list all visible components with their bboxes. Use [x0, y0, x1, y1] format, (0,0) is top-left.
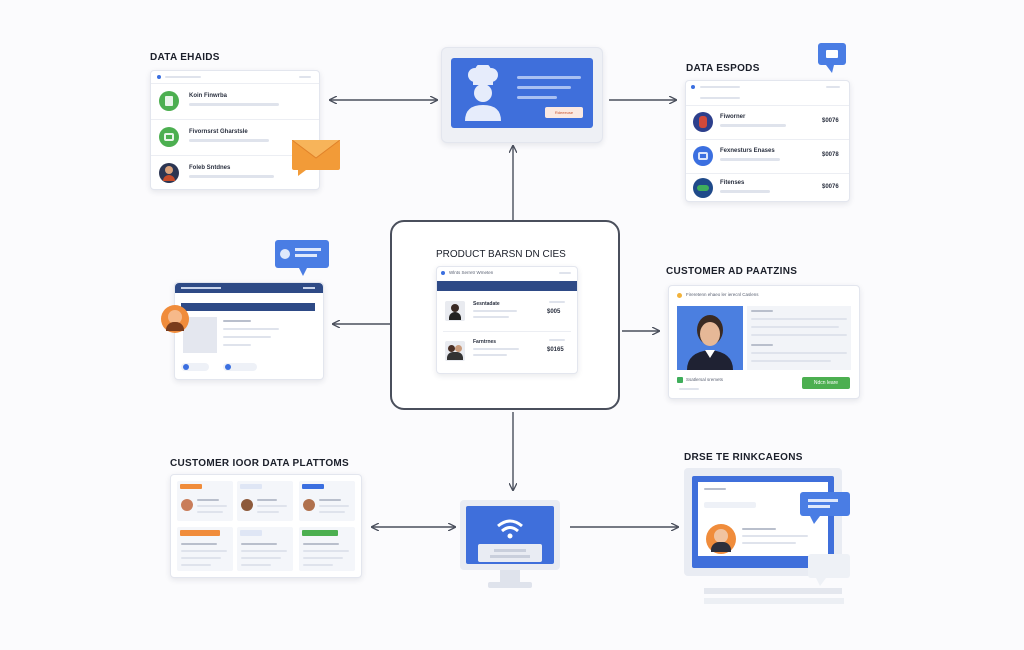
chat-icon	[818, 43, 846, 73]
header-dot	[157, 75, 161, 79]
list-item-name: Sesntadate	[473, 301, 500, 307]
hero-panel: Rdeeeuse	[451, 58, 593, 128]
list-item[interactable]: Fexnesturs Enases $0078	[686, 141, 849, 171]
wifi-monitor	[460, 500, 560, 592]
header-dots	[299, 76, 311, 78]
list-item[interactable]: Fiworner $0076	[686, 107, 849, 137]
globe-icon	[693, 178, 713, 198]
list-item-name: Foleb Sntdnes	[189, 165, 231, 171]
avatar	[159, 163, 179, 183]
title-drese: DRSE TE RINKCAEONS	[684, 452, 803, 463]
list-item[interactable]: Koin Finwrba	[151, 85, 319, 117]
chat-popup-secondary	[808, 554, 850, 588]
drse-monitor	[684, 468, 844, 608]
customer-profile-card: Fireretenn ehaeo ler ierecnl Caslens Ssa…	[668, 285, 860, 399]
chef-avatar-icon	[465, 65, 501, 121]
title-customer-ad: CUSTOMER AD PAATZINS	[666, 266, 798, 277]
list-item-name: Farntrnes	[473, 339, 497, 345]
profile-header: Fireretenn ehaeo ler ierecnl Caslens	[686, 292, 759, 297]
product-title: PRODUCT BARSN DN CIES	[436, 249, 566, 260]
platform-tile[interactable]	[299, 481, 355, 521]
platform-tile[interactable]	[177, 481, 233, 521]
list-item-price: $005	[547, 309, 561, 315]
platform-tile[interactable]	[237, 481, 293, 521]
chip[interactable]	[223, 363, 257, 371]
avatar	[706, 524, 736, 554]
list-item[interactable]: Fitenses $0076	[686, 175, 849, 201]
list-item[interactable]: Farntrnes $0165	[437, 335, 577, 369]
list-item-price: $0078	[822, 152, 839, 158]
image-placeholder	[183, 317, 217, 353]
left-middle-card	[174, 282, 324, 380]
list-item-name: Fivornsrst Gharstsle	[189, 129, 248, 135]
list-item[interactable]: Fivornsrst Gharstsle	[151, 121, 319, 153]
profile-action-button[interactable]: Ndcn leare	[802, 377, 850, 389]
title-customer-platforms: CUSTOMER IOOR DATA PLATTOMS	[170, 458, 350, 469]
platform-tile[interactable]	[237, 527, 293, 571]
profile-photo	[677, 306, 743, 370]
list-item-price: $0165	[547, 347, 564, 353]
product-card-bar	[437, 281, 577, 291]
list-item-name: Fitenses	[720, 180, 745, 186]
message-bubble-icon	[275, 240, 329, 276]
platforms-dashboard	[170, 474, 362, 578]
list-item[interactable]: Foleb Sntdnes	[151, 157, 319, 189]
profile-link[interactable]: Ssatlersal sremets	[686, 377, 724, 382]
hero-button[interactable]: Rdeeeuse	[545, 107, 583, 118]
avatar	[303, 499, 315, 511]
data-ehaids-card: Koin Finwrba Fivornsrst Gharstsle Foleb …	[150, 70, 320, 190]
check-icon	[677, 377, 683, 383]
avatar	[181, 499, 193, 511]
product-card: Wlnts Serretr Wmeten Sesntadate $005 Far…	[436, 266, 578, 374]
hero-frame: Rdeeeuse	[441, 47, 603, 143]
list-item[interactable]: Sesntadate $005	[437, 295, 577, 329]
avatar	[241, 499, 253, 511]
platform-tile[interactable]	[177, 527, 233, 571]
product-card-header: Wlnts Serretr Wmeten	[449, 270, 494, 275]
list-item-price: $0076	[822, 184, 839, 190]
robot-icon	[159, 127, 179, 147]
header-line	[165, 76, 201, 78]
avatar	[445, 341, 465, 361]
product-hub: PRODUCT BARSN DN CIES Wlnts Serretr Wmet…	[390, 220, 620, 410]
list-item-name: Fexnesturs Enases	[720, 148, 775, 154]
chat-popup-icon	[800, 492, 850, 526]
title-data-ehaids: DATA EHAIDS	[150, 52, 220, 63]
list-item-price: $0076	[822, 118, 839, 124]
chip[interactable]	[181, 363, 209, 371]
team-icon	[693, 146, 713, 166]
platform-tile[interactable]	[299, 527, 355, 571]
sheet-icon	[159, 91, 179, 111]
user-avatar-badge	[161, 305, 189, 333]
avatar	[445, 301, 465, 321]
data-espods-card: Fiworner $0076 Fexnesturs Enases $0078 F…	[685, 80, 850, 202]
title-data-espods: DATA ESPODS	[686, 63, 760, 74]
list-item-name: Koin Finwrba	[189, 93, 227, 99]
envelope-icon	[291, 139, 341, 176]
list-item-name: Fiworner	[720, 114, 746, 120]
avatar	[693, 112, 713, 132]
